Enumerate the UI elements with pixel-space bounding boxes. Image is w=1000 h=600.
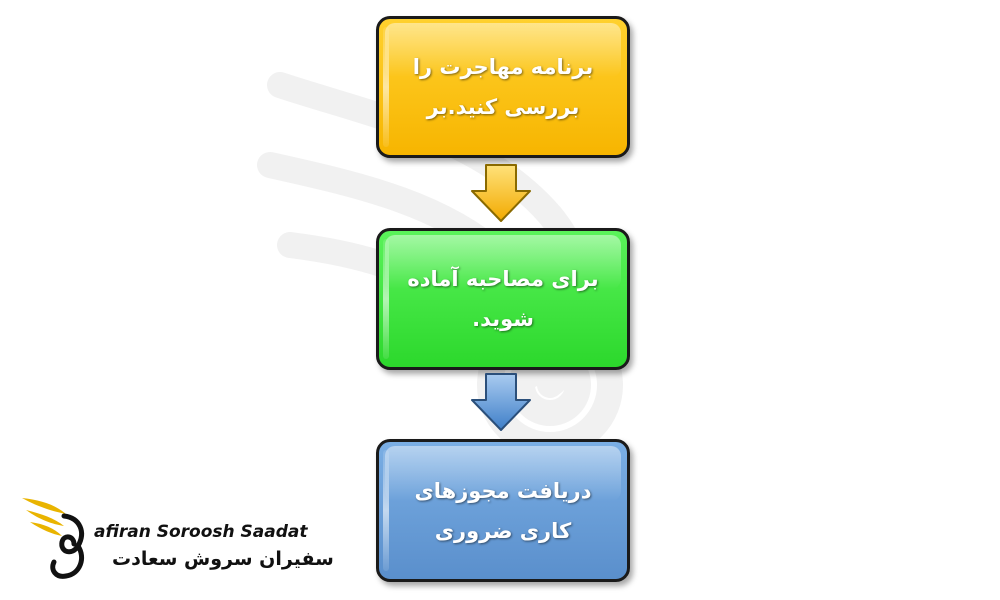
step-2-line-2: شوید. bbox=[472, 307, 534, 331]
step-box-2: برای مصاحبه آماده شوید. bbox=[376, 228, 630, 370]
company-logo: afiran Soroosh Saadat سفیران سروش سعادت bbox=[20, 492, 334, 584]
step-1-line-2: بررسی کنید.بر bbox=[426, 95, 580, 119]
down-arrow-icon bbox=[471, 373, 531, 431]
logo-text-persian: سفیران سروش سعادت bbox=[112, 548, 334, 570]
down-arrow-icon bbox=[471, 164, 531, 222]
step-2-line-1: برای مصاحبه آماده bbox=[407, 267, 599, 291]
step-1-line-1: برنامه مهاجرت را bbox=[412, 55, 594, 79]
step-box-3: دریافت مجوزهای کاری ضروری bbox=[376, 439, 630, 582]
logo-text-english: afiran Soroosh Saadat bbox=[94, 522, 308, 542]
step-3-line-1: دریافت مجوزهای bbox=[414, 478, 592, 503]
step-box-1: برنامه مهاجرت را بررسی کنید.بر bbox=[376, 16, 630, 158]
step-3-line-2: کاری ضروری bbox=[434, 518, 572, 543]
phoenix-bird-icon bbox=[22, 498, 84, 579]
